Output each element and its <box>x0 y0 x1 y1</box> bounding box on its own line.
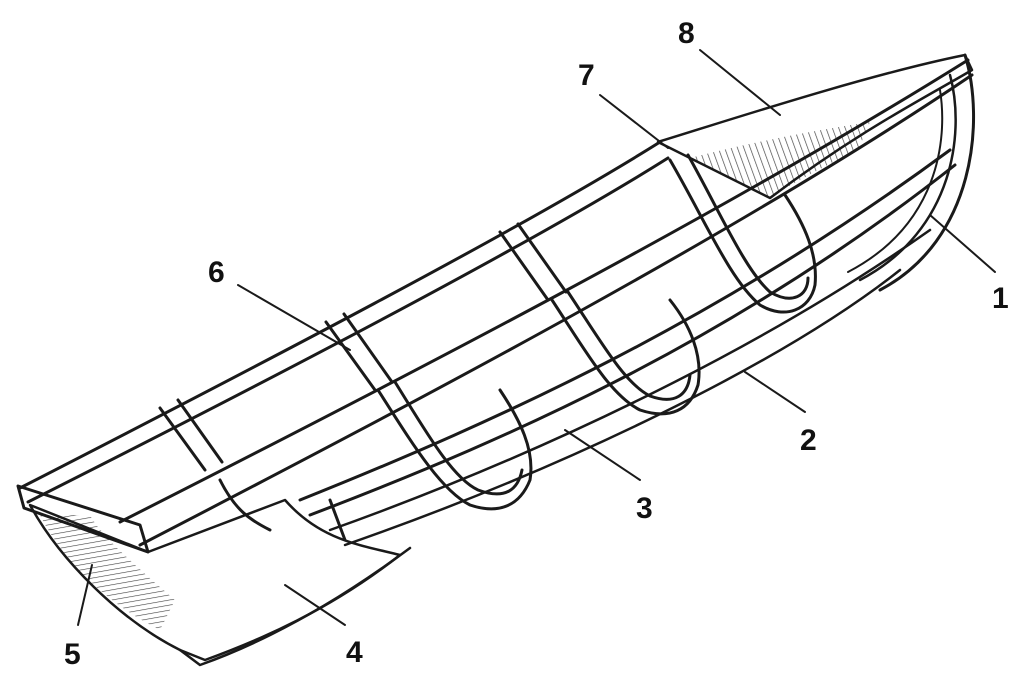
bow-stem <box>847 53 976 292</box>
label-part-2: 2 <box>800 424 817 457</box>
cross-beams <box>158 222 568 472</box>
leader-line-8 <box>699 49 781 116</box>
label-part-1: 1 <box>992 282 1009 315</box>
leader-line-5 <box>77 564 93 626</box>
label-part-6: 6 <box>208 256 225 289</box>
leader-line-1 <box>929 214 996 273</box>
leader-line-4 <box>284 584 346 626</box>
label-part-5: 5 <box>64 638 81 671</box>
leader-lines <box>77 49 996 626</box>
label-part-7: 7 <box>578 59 595 92</box>
label-part-8: 8 <box>678 17 695 50</box>
part-labels: 1 2 3 4 5 6 7 8 <box>64 17 1009 671</box>
hull-ribs <box>218 153 817 542</box>
label-part-4: 4 <box>346 636 363 669</box>
leader-line-3 <box>564 429 641 481</box>
gunwale-rails <box>18 58 974 547</box>
keel-stringers <box>298 148 957 547</box>
stern-plate <box>28 498 412 667</box>
leader-line-2 <box>744 371 806 413</box>
leader-line-6 <box>237 284 351 351</box>
label-part-3: 3 <box>636 492 653 525</box>
leader-line-7 <box>599 94 669 149</box>
